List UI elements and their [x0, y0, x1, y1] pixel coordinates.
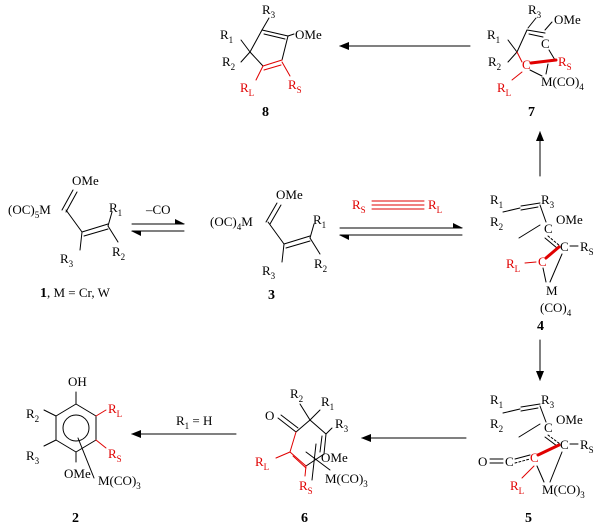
svg-text:R2: R2: [488, 54, 501, 72]
compound-1: (OC)5M OMe R1 R2 R3 1, M = Cr, W: [8, 173, 125, 301]
arrow-6-to-2: R1 = H: [131, 413, 237, 438]
compound-7: R3 R1 R2 OMe C C RS RL M(CO)4 7: [487, 2, 584, 120]
svg-text:R3: R3: [528, 2, 542, 20]
svg-text:1, M = Cr, W: 1, M = Cr, W: [40, 285, 111, 301]
equilibrium-arrow-3-4: [339, 223, 463, 240]
svg-text:RL: RL: [428, 197, 442, 215]
svg-text:R3: R3: [262, 263, 276, 281]
svg-text:R1: R1: [321, 394, 334, 412]
svg-text:5: 5: [525, 511, 532, 526]
svg-text:RS: RS: [299, 478, 313, 496]
svg-text:C: C: [530, 450, 539, 465]
svg-text:3: 3: [268, 288, 275, 303]
svg-text:OMe: OMe: [72, 173, 99, 188]
svg-text:R1: R1: [487, 27, 500, 45]
svg-text:RL: RL: [510, 478, 524, 496]
svg-text:R2: R2: [490, 214, 503, 232]
svg-text:M(CO)3: M(CO)3: [542, 482, 585, 500]
svg-text:C: C: [522, 57, 531, 72]
svg-text:RS: RS: [352, 197, 366, 215]
svg-text:4: 4: [537, 319, 544, 334]
svg-text:6: 6: [301, 511, 308, 526]
svg-text:OMe: OMe: [556, 412, 583, 427]
svg-text:RS: RS: [580, 239, 594, 257]
svg-text:R2: R2: [314, 256, 327, 274]
svg-text:C: C: [544, 221, 553, 236]
svg-text:C: C: [560, 437, 569, 452]
svg-text:M(CO)4: M(CO)4: [541, 74, 584, 92]
svg-text:R3: R3: [262, 2, 276, 20]
svg-text:R3: R3: [26, 448, 40, 466]
svg-text:O: O: [478, 454, 487, 469]
svg-text:R3: R3: [335, 416, 349, 434]
svg-text:OMe: OMe: [64, 466, 91, 481]
compound-3: (OC)4M OMe R1 R2 R3 3: [210, 187, 327, 303]
svg-text:R2: R2: [26, 406, 39, 424]
svg-text:R1: R1: [220, 27, 233, 45]
svg-text:R1: R1: [490, 392, 503, 410]
svg-text:RS: RS: [558, 54, 572, 72]
svg-text:R1: R1: [313, 212, 326, 230]
svg-text:R2: R2: [490, 416, 503, 434]
svg-text:R2: R2: [112, 244, 125, 262]
svg-text:R3: R3: [60, 251, 74, 269]
svg-text:O: O: [265, 408, 274, 423]
compound-8: R3 R1 R2 OMe RL RS 8: [220, 2, 322, 120]
svg-text:RS: RS: [288, 77, 302, 95]
svg-text:RL: RL: [497, 80, 511, 98]
svg-text:OMe: OMe: [295, 27, 322, 42]
svg-text:M(CO)3: M(CO)3: [98, 473, 141, 491]
compound-4: R1 R2 R3 C OMe C RS C RL M (CO)4 4: [490, 192, 594, 334]
compound-2: OH R2 R3 RL RS OMe M(CO)3 2: [26, 374, 141, 526]
svg-text:–CO: –CO: [145, 202, 171, 217]
svg-text:M: M: [546, 283, 558, 298]
svg-text:C: C: [544, 420, 553, 435]
svg-text:M(CO)3: M(CO)3: [325, 471, 368, 489]
compound-6: O R2 R1 R3 OMe RL RS M(CO)3 6: [255, 386, 368, 526]
svg-text:OMe: OMe: [556, 212, 583, 227]
svg-text:C: C: [560, 239, 569, 254]
svg-text:OH: OH: [68, 374, 87, 389]
svg-text:R2: R2: [222, 54, 235, 72]
svg-text:R1: R1: [109, 200, 122, 218]
svg-text:RL: RL: [240, 80, 254, 98]
svg-text:8: 8: [262, 105, 269, 120]
svg-text:OMe: OMe: [276, 187, 303, 202]
svg-text:C: C: [538, 254, 547, 269]
svg-text:RL: RL: [108, 401, 122, 419]
svg-text:(OC)4M: (OC)4M: [210, 214, 253, 232]
svg-text:R3: R3: [541, 392, 555, 410]
svg-text:R1 = H: R1 = H: [176, 413, 212, 431]
svg-text:R2: R2: [290, 386, 303, 404]
svg-text:2: 2: [72, 511, 79, 526]
svg-text:RS: RS: [580, 437, 594, 455]
equilibrium-arrow-1-3: –CO: [131, 202, 185, 236]
compound-5: R1 R2 R3 C OMe C RS O C C RL M(CO)3 5: [478, 392, 594, 526]
svg-text:C: C: [505, 454, 514, 469]
svg-text:(OC)5M: (OC)5M: [8, 202, 51, 220]
svg-text:OMe: OMe: [321, 450, 348, 465]
svg-text:R1: R1: [490, 192, 503, 210]
svg-text:C: C: [541, 36, 550, 51]
svg-text:R3: R3: [541, 192, 555, 210]
svg-text:(CO)4: (CO)4: [540, 300, 572, 318]
svg-text:RL: RL: [506, 256, 520, 274]
alkyne-reagent: RS RL: [352, 197, 442, 215]
svg-text:7: 7: [528, 105, 535, 120]
svg-text:OMe: OMe: [554, 12, 581, 27]
svg-text:RL: RL: [255, 454, 269, 472]
svg-text:RS: RS: [108, 446, 122, 464]
